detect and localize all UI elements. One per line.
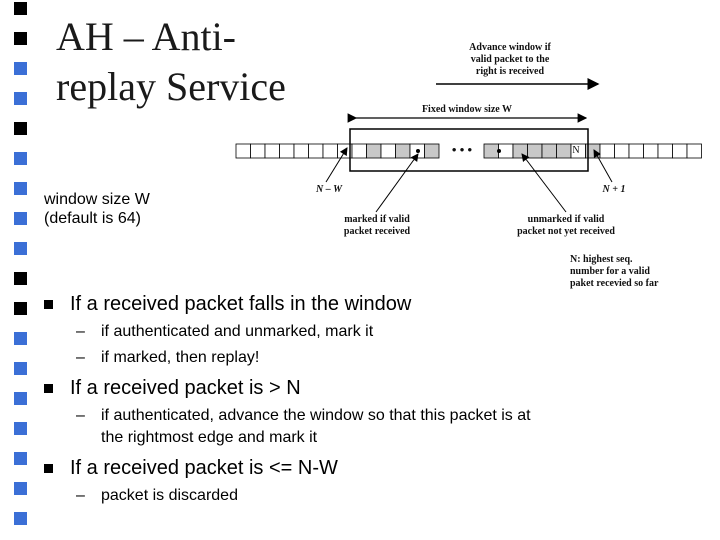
sub-bullet-text: if marked, then replay! bbox=[101, 349, 260, 366]
unmarked-label-line: unmarked if valid bbox=[527, 214, 605, 225]
marked-label-line: packet received bbox=[343, 226, 411, 237]
bullet-square bbox=[44, 464, 53, 473]
packet-cell bbox=[614, 143, 630, 159]
packet-sequence-row bbox=[235, 143, 702, 159]
unmarked-label: unmarked if valid packet not yet receive… bbox=[498, 214, 634, 238]
sidebar-square bbox=[14, 482, 27, 495]
unmarked-pointer bbox=[521, 153, 567, 213]
sidebar-square bbox=[14, 422, 27, 435]
sidebar-square bbox=[14, 152, 27, 165]
packet-cell bbox=[541, 143, 557, 159]
packet-cell bbox=[351, 143, 367, 159]
dash-marker: – bbox=[76, 323, 85, 340]
highest-seq-line: N: highest seq. bbox=[570, 254, 633, 265]
highest-seq-line: paket recevied so far bbox=[570, 278, 659, 289]
packet-mark-dot bbox=[497, 149, 501, 153]
packet-cell bbox=[293, 143, 309, 159]
n-minus-w-pointer bbox=[325, 147, 348, 183]
dash-marker: – bbox=[76, 407, 85, 424]
packet-cell bbox=[657, 143, 673, 159]
n-plus-1-pointer bbox=[593, 149, 613, 183]
sidebar-square bbox=[14, 242, 27, 255]
sidebar-square bbox=[14, 392, 27, 405]
sub-bullet-text: packet is discarded bbox=[101, 487, 238, 504]
sub-bullet-text: if authenticated, advance the window so … bbox=[101, 407, 531, 424]
bullet-square bbox=[44, 300, 53, 309]
marked-label-line: marked if valid bbox=[344, 214, 410, 225]
packet-cell bbox=[512, 143, 528, 159]
highest-seq-line: number for a valid bbox=[570, 266, 650, 277]
sidebar-square bbox=[14, 452, 27, 465]
packet-cell bbox=[250, 143, 266, 159]
ellipsis: • • • bbox=[451, 142, 473, 157]
fixed-window-label: Fixed window size W bbox=[392, 104, 542, 116]
sidebar-square bbox=[14, 122, 27, 135]
advance-label-line: Advance window if bbox=[469, 42, 551, 53]
packet-cell bbox=[483, 143, 499, 159]
sidebar-square bbox=[14, 32, 27, 45]
unmarked-label-line: packet not yet received bbox=[517, 226, 615, 237]
packet-mark-dot bbox=[416, 149, 420, 153]
sidebar-square bbox=[14, 272, 27, 285]
packet-cell bbox=[643, 143, 659, 159]
window-size-line-1: window size W bbox=[44, 191, 150, 208]
sidebar-square bbox=[14, 212, 27, 225]
packet-cell bbox=[395, 143, 411, 159]
packet-cell bbox=[366, 143, 382, 159]
packet-cell bbox=[279, 143, 295, 159]
sidebar-square bbox=[14, 362, 27, 375]
packet-cell bbox=[264, 143, 280, 159]
slide-title-text: AH – Anti-replay Service bbox=[56, 14, 286, 109]
advance-window-label: Advance window if valid packet to the ri… bbox=[440, 42, 580, 78]
packet-cell bbox=[308, 143, 324, 159]
dash-marker: – bbox=[76, 487, 85, 504]
packet-cell bbox=[599, 143, 615, 159]
sidebar-square bbox=[14, 302, 27, 315]
highest-seq-note: N: highest seq. number for a valid paket… bbox=[570, 254, 690, 290]
decorative-sidebar bbox=[0, 0, 36, 540]
sidebar-square bbox=[14, 2, 27, 15]
packet-cell bbox=[424, 143, 440, 159]
sidebar-square bbox=[14, 182, 27, 195]
advance-label-line: valid packet to the bbox=[470, 54, 550, 65]
sub-bullet-text: the rightmost edge and mark it bbox=[101, 429, 318, 446]
window-size-label: window size W (default is 64) bbox=[44, 190, 150, 228]
sidebar-square bbox=[14, 92, 27, 105]
sidebar-square bbox=[14, 332, 27, 345]
slide-title: AH – Anti-replay Service bbox=[56, 12, 346, 112]
window-size-line-2: (default is 64) bbox=[44, 210, 141, 227]
n-plus-1-label: N + 1 bbox=[602, 184, 626, 195]
packet-cell bbox=[527, 143, 543, 159]
packet-cell bbox=[380, 143, 396, 159]
dash-marker: – bbox=[76, 349, 85, 366]
sliding-window-frame bbox=[349, 128, 589, 172]
packet-cell bbox=[322, 143, 338, 159]
advance-label-line: right is received bbox=[475, 66, 545, 77]
marked-pointer bbox=[375, 153, 419, 213]
bullet-text: If a received packet is > N bbox=[70, 377, 301, 399]
packet-cell bbox=[672, 143, 688, 159]
sidebar-square bbox=[14, 62, 27, 75]
sub-bullet-text: if authenticated and unmarked, mark it bbox=[101, 323, 374, 340]
bullet-text: If a received packet is <= N-W bbox=[70, 457, 338, 479]
n-cell-label: N bbox=[572, 145, 580, 156]
marked-label: marked if valid packet received bbox=[322, 214, 432, 238]
bullet-text: If a received packet falls in the window bbox=[70, 293, 412, 315]
bullet-square bbox=[44, 384, 53, 393]
n-minus-w-label: N – W bbox=[316, 184, 342, 195]
packet-cell bbox=[628, 143, 644, 159]
packet-cell bbox=[686, 143, 702, 159]
packet-cell bbox=[235, 143, 251, 159]
sidebar-square bbox=[14, 512, 27, 525]
